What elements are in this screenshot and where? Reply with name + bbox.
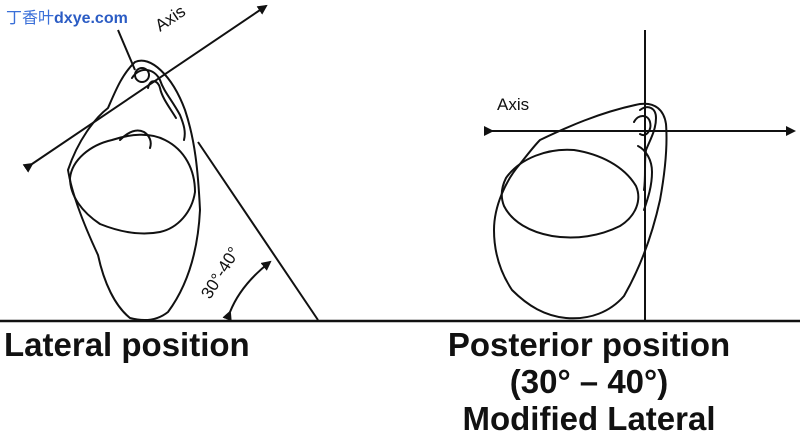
left-acromion [131, 69, 186, 141]
left-angle-arc [222, 260, 272, 322]
right-caption: Posterior position (30° – 40°) Modified … [404, 326, 774, 437]
left-scapula-outline [67, 59, 201, 321]
right-humeral-head [500, 148, 640, 239]
left-angle-label: 30°-40° [197, 244, 243, 302]
left-axis-arrow [22, 4, 268, 173]
left-inner-curve [119, 129, 152, 149]
right-view [493, 102, 668, 320]
right-process [633, 115, 652, 136]
left-view [67, 59, 201, 321]
left-reference-line [197, 141, 319, 321]
right-caption-line2: (30° – 40°) [509, 363, 669, 400]
right-axis-label: Axis [497, 95, 529, 114]
right-scapula-outline [493, 102, 668, 320]
right-caption-line3: Modified Lateral [462, 400, 716, 437]
left-axis-label: Axis [152, 2, 189, 36]
right-caption-line1: Posterior position [447, 326, 731, 363]
left-axis-tick [117, 29, 136, 71]
left-humeral-head [69, 133, 196, 235]
left-caption: Lateral position [4, 326, 250, 363]
